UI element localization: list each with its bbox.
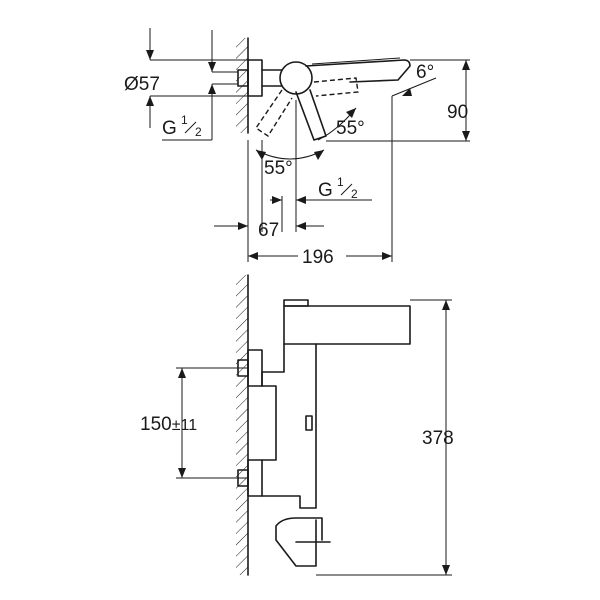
- thread-lower-num: 1: [337, 175, 344, 189]
- upper-nut-side: [247, 349, 263, 387]
- thread-upper-den: 2: [195, 125, 202, 139]
- dim-total-height-label: 378: [422, 428, 454, 449]
- thread-upper-num: 1: [181, 113, 188, 127]
- lever-cap-side: [283, 299, 309, 307]
- thread-lower-label: G: [318, 180, 333, 201]
- angle-lever-left-label: 55°: [264, 158, 293, 179]
- angle-spout-label: 6°: [416, 62, 434, 83]
- lever-ghost-left: [255, 89, 293, 137]
- top-view: Ø57 G 1 2 6° 90 55° 55°: [124, 28, 470, 268]
- wall-hatch-side: [236, 275, 248, 575]
- thread-upper-label: G: [162, 118, 177, 139]
- lower-nut-side: [247, 459, 263, 497]
- side-view: 150±11 378: [140, 274, 454, 576]
- diverter-side: [305, 415, 313, 431]
- dim-height-label: 90: [447, 102, 468, 123]
- thread-lower-den: 2: [351, 187, 358, 201]
- spout-top: [305, 59, 411, 83]
- lever-ghost-right: [313, 77, 359, 97]
- diameter-label: Ø57: [124, 74, 160, 95]
- connector-stub-top: [237, 69, 249, 87]
- mounting-nut-top: [247, 59, 263, 97]
- lever-top: [295, 89, 327, 141]
- dim-offset-label: 67: [258, 220, 279, 241]
- mixer-body-top: [279, 61, 313, 95]
- angle-lever-right-label: 55°: [336, 118, 365, 139]
- bath-spout-side: [275, 517, 331, 567]
- dim-projection-label: 196: [302, 247, 334, 268]
- dim-centers-label: 150±11: [140, 414, 197, 435]
- spout-block-side: [283, 305, 411, 345]
- mixer-body-side: [261, 343, 317, 509]
